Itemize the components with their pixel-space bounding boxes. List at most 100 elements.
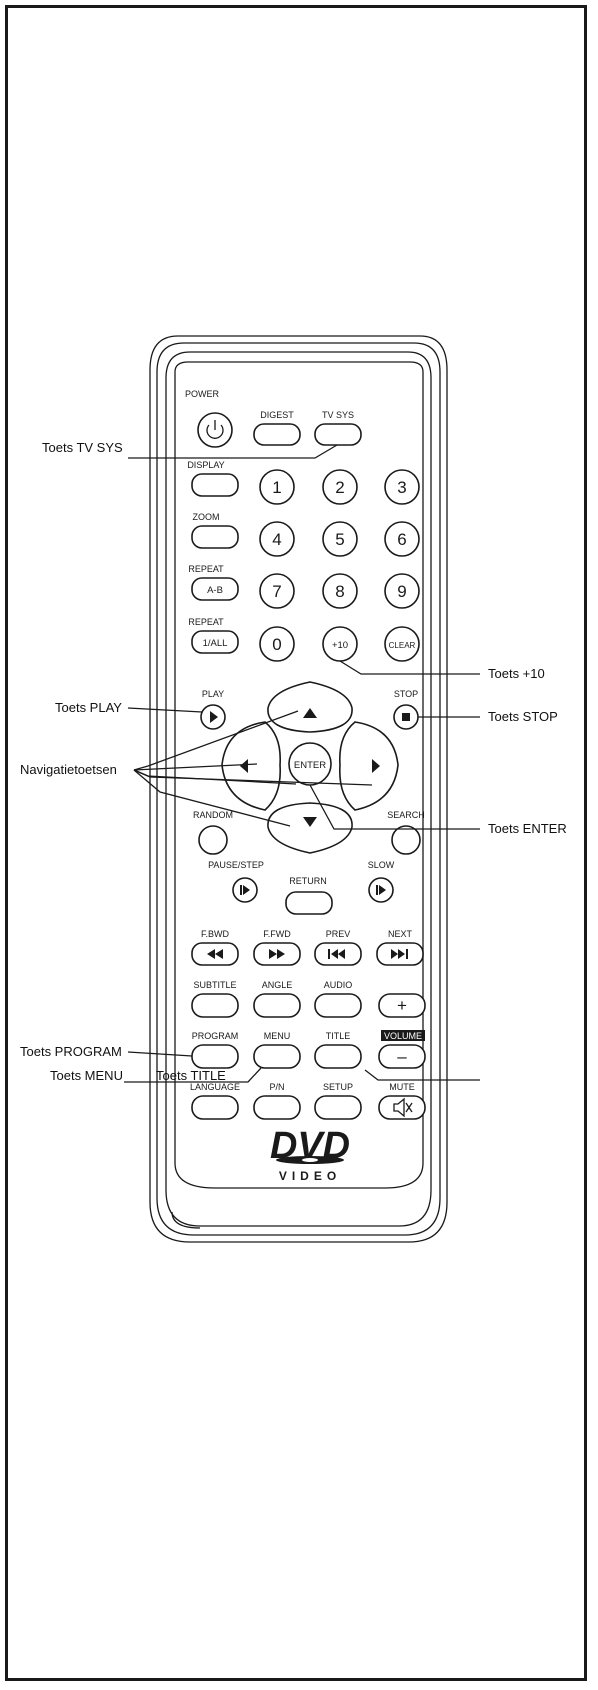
mute-label: MUTE	[389, 1082, 415, 1092]
zoom-label: ZOOM	[193, 512, 220, 522]
digest-button[interactable]	[253, 423, 301, 446]
mute-icon	[393, 1097, 413, 1118]
language-button[interactable]	[191, 1095, 239, 1120]
enter-key: ENTER	[294, 760, 326, 771]
next-button[interactable]	[376, 942, 424, 966]
search-button[interactable]	[391, 825, 421, 855]
digit-1-button[interactable]	[259, 469, 295, 505]
volume-up-key: +	[397, 996, 407, 1015]
prev-label: PREV	[326, 929, 351, 939]
tvsys-label: TV SYS	[322, 410, 354, 420]
nav-right-button[interactable]	[338, 721, 399, 811]
title-label: TITLE	[326, 1031, 351, 1041]
remote-body	[149, 335, 448, 1243]
pausestep-label: PAUSE/STEP	[208, 860, 264, 870]
callout-plus10: Toets +10	[488, 666, 545, 681]
angle-button[interactable]	[253, 993, 301, 1018]
menu-label: MENU	[264, 1031, 291, 1041]
nav-up-button[interactable]	[267, 681, 353, 733]
setup-label: SETUP	[323, 1082, 353, 1092]
digit-3-button[interactable]	[384, 469, 420, 505]
volume-down-button[interactable]	[378, 1044, 426, 1069]
clear-button[interactable]	[384, 626, 420, 662]
arrow-up-icon	[303, 708, 317, 718]
subtitle-button[interactable]	[191, 993, 239, 1018]
digit-6-label: 6	[397, 530, 406, 549]
pn-label: P/N	[269, 1082, 284, 1092]
digit-0-label: 0	[272, 635, 281, 654]
menu-button[interactable]	[253, 1044, 301, 1069]
random-button[interactable]	[198, 825, 228, 855]
nav-left-button[interactable]	[221, 721, 282, 811]
volume-label-bg	[381, 1030, 425, 1041]
subtitle-label: SUBTITLE	[193, 980, 236, 990]
digest-label: DIGEST	[260, 410, 294, 420]
digit-6-button[interactable]	[384, 521, 420, 557]
digit-2-label: 2	[335, 478, 344, 497]
digit-5-label: 5	[335, 530, 344, 549]
angle-label: ANGLE	[262, 980, 293, 990]
plus10-key: +10	[332, 640, 348, 651]
callout-lines	[124, 444, 480, 1083]
callout-tvsys: Toets TV SYS	[42, 440, 123, 455]
volume-down-key: –	[397, 1047, 407, 1066]
callout-program: Toets PROGRAM	[20, 1044, 122, 1059]
search-label: SEARCH	[387, 810, 425, 820]
language-label: LANGUAGE	[190, 1082, 240, 1092]
stop-button[interactable]	[393, 704, 419, 730]
return-label: RETURN	[289, 876, 327, 886]
digit-4-button[interactable]	[259, 521, 295, 557]
digit-9-label: 9	[397, 582, 406, 601]
title-button[interactable]	[314, 1044, 362, 1069]
digit-3-label: 3	[397, 478, 406, 497]
play-button[interactable]	[200, 704, 226, 730]
digit-7-label: 7	[272, 582, 281, 601]
power-button[interactable]	[197, 412, 233, 448]
ffwd-button[interactable]	[253, 942, 301, 966]
repeat-1all-key: 1/ALL	[203, 638, 228, 649]
power-label: POWER	[185, 389, 220, 399]
setup-button[interactable]	[314, 1095, 362, 1120]
pn-button[interactable]	[253, 1095, 301, 1120]
tvsys-button[interactable]	[314, 423, 362, 446]
digit-1-label: 1	[272, 478, 281, 497]
audio-label: AUDIO	[324, 980, 353, 990]
digit-0-button[interactable]	[259, 626, 295, 662]
repeat-ab-label: REPEAT	[188, 564, 224, 574]
digit-5-button[interactable]	[322, 521, 358, 557]
digit-7-button[interactable]	[259, 573, 295, 609]
arrow-right-icon	[372, 759, 380, 773]
display-button[interactable]	[191, 473, 239, 497]
zoom-button[interactable]	[191, 525, 239, 549]
audio-button[interactable]	[314, 993, 362, 1018]
display-label: DISPLAY	[187, 460, 224, 470]
digit-9-button[interactable]	[384, 573, 420, 609]
callout-stop: Toets STOP	[488, 709, 558, 724]
fbwd-button[interactable]	[191, 942, 239, 966]
repeat-ab-key: A-B	[207, 585, 223, 596]
mute-button[interactable]	[378, 1095, 426, 1120]
callout-menu: Toets MENU	[50, 1068, 123, 1083]
prev-button[interactable]	[314, 942, 362, 966]
volume-up-button[interactable]	[378, 993, 426, 1018]
digit-8-label: 8	[335, 582, 344, 601]
callout-navigatietoetsen: Navigatietoetsen	[20, 762, 117, 777]
next-label: NEXT	[388, 929, 413, 939]
digit-8-button[interactable]	[322, 573, 358, 609]
stop-label: STOP	[394, 689, 418, 699]
page-frame	[5, 5, 587, 1681]
slow-button[interactable]	[368, 877, 394, 903]
program-button[interactable]	[191, 1044, 239, 1069]
fbwd-label: F.BWD	[201, 929, 229, 939]
nav-down-button[interactable]	[267, 802, 353, 854]
ffwd-label: F.FWD	[263, 929, 291, 939]
digit-4-label: 4	[272, 530, 281, 549]
repeat-1all-button[interactable]	[191, 630, 239, 654]
callout-play: Toets PLAY	[55, 700, 122, 715]
digit-2-button[interactable]	[322, 469, 358, 505]
random-label: RANDOM	[193, 810, 233, 820]
return-button[interactable]	[285, 891, 333, 915]
pausestep-button[interactable]	[232, 877, 258, 903]
repeat-ab-button[interactable]	[191, 577, 239, 601]
